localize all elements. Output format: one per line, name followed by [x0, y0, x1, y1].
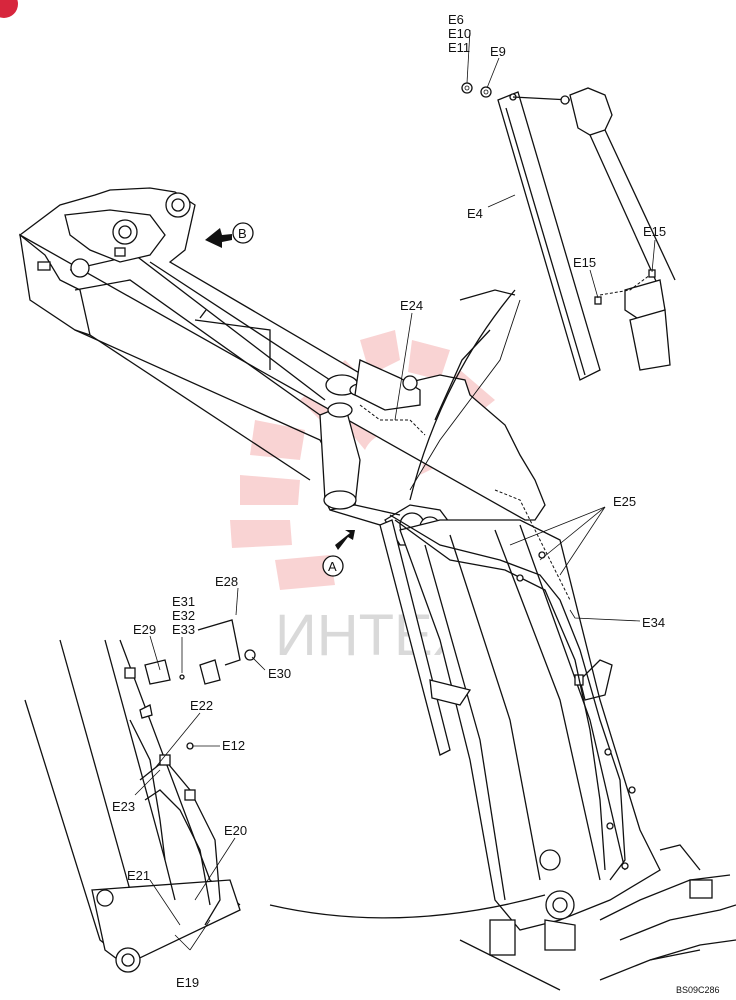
callout-e22: E22 [190, 698, 213, 713]
callout-e30: E30 [268, 666, 291, 681]
callout-e12: E12 [222, 738, 245, 753]
nut-part [461, 82, 473, 94]
reference-arc [269, 894, 546, 919]
callout-e31: E31 [172, 594, 195, 609]
callout-e4: E4 [467, 206, 483, 221]
callout-e28: E28 [215, 574, 238, 589]
callout-e15-upper: E15 [643, 224, 666, 239]
callout-e33: E33 [172, 622, 195, 637]
detail-arm-bracket [24, 619, 256, 973]
boom [18, 187, 546, 546]
arm [379, 519, 661, 956]
detail-cylinder [497, 87, 676, 381]
svg-text:A: A [328, 559, 337, 574]
callout-e20: E20 [224, 823, 247, 838]
reference-arc-upper [409, 289, 516, 501]
harness [359, 289, 636, 881]
callout-e23: E23 [112, 799, 135, 814]
callout-e32: E32 [172, 608, 195, 623]
callout-e34: E34 [642, 615, 665, 630]
callout-e9: E9 [490, 44, 506, 59]
callout-e21: E21 [127, 868, 150, 883]
callout-e19: E19 [176, 975, 199, 990]
callout-e11: E11 [448, 40, 470, 55]
callout-e15-lower: E15 [573, 255, 596, 270]
washer-part [480, 86, 492, 98]
leader-lines [134, 29, 656, 951]
view-marker-a: A [322, 530, 355, 577]
callout-e29: E29 [133, 622, 156, 637]
page-badge [0, 0, 18, 18]
callout-e10: E10 [448, 26, 471, 41]
svg-text:B: B [238, 226, 247, 241]
callout-e25: E25 [613, 494, 636, 509]
drawing-code: BS09C286 [676, 985, 720, 995]
view-marker-b: B [205, 222, 254, 248]
callout-e6: E6 [448, 12, 464, 27]
callout-e24: E24 [400, 298, 423, 313]
machine-base [459, 844, 736, 991]
